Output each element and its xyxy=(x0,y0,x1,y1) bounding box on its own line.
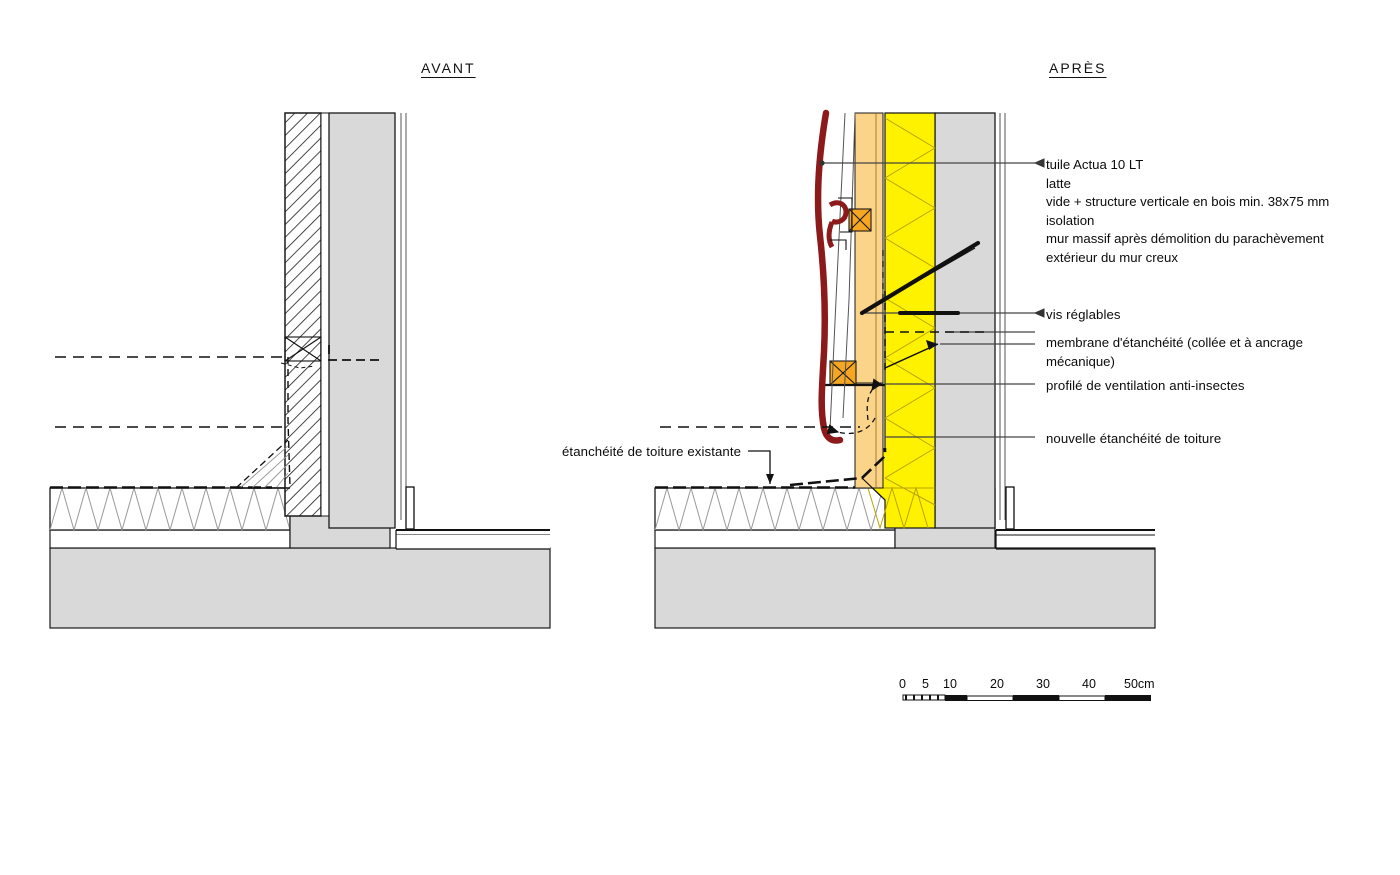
tile-hook xyxy=(826,200,849,249)
batten-block-lower xyxy=(829,360,857,386)
annotation-stack-right: tuile Actua 10 LT latte vide + structure… xyxy=(1046,156,1329,268)
avant-detail xyxy=(49,112,551,629)
annotation-membrane: membrane d'étanchéité (collée et à ancra… xyxy=(1046,334,1303,371)
batten-block-upper xyxy=(848,208,872,232)
annotation-mur-massif-2: extérieur du mur creux xyxy=(1046,249,1178,265)
annotation-etancheite-existante: étanchéité de toiture existante xyxy=(562,444,742,459)
annotation-mur-massif-1: mur massif après démolition du parachève… xyxy=(1046,231,1324,247)
apres-detail xyxy=(654,109,1156,629)
scale-label-40: 40 xyxy=(1082,677,1096,691)
scale-label-10: 10 xyxy=(943,677,957,691)
scale-bar-graphic xyxy=(902,694,1151,701)
annotation-isolation: isolation xyxy=(1046,212,1095,228)
annotation-membrane-line2: mécanique) xyxy=(1046,353,1115,369)
annotation-vide-structure: vide + structure verticale en bois min. … xyxy=(1046,194,1330,210)
annotation-nouvelle-etancheite: nouvelle étanchéité de toiture xyxy=(1046,431,1222,446)
annotation-latte: latte xyxy=(1046,175,1071,191)
scale-label-50cm: 50cm xyxy=(1124,677,1155,691)
scale-label-5: 5 xyxy=(922,677,929,691)
tile-profile xyxy=(814,109,844,444)
annotation-membrane-line1: membrane d'étanchéité (collée et à ancra… xyxy=(1046,335,1303,350)
annotation-vis-reglables: vis réglables xyxy=(1046,307,1121,322)
scale-label-20: 20 xyxy=(990,677,1004,691)
scale-label-30: 30 xyxy=(1036,677,1050,691)
title-avant: AVANT xyxy=(421,60,476,76)
annotation-tuile: tuile Actua 10 LT xyxy=(1046,157,1144,172)
scale-label-0: 0 xyxy=(899,677,906,691)
annotation-profile-ventilation: profilé de ventilation anti-insectes xyxy=(1046,378,1245,393)
leader-lines xyxy=(748,158,1045,484)
title-apres: APRÈS xyxy=(1049,60,1107,76)
